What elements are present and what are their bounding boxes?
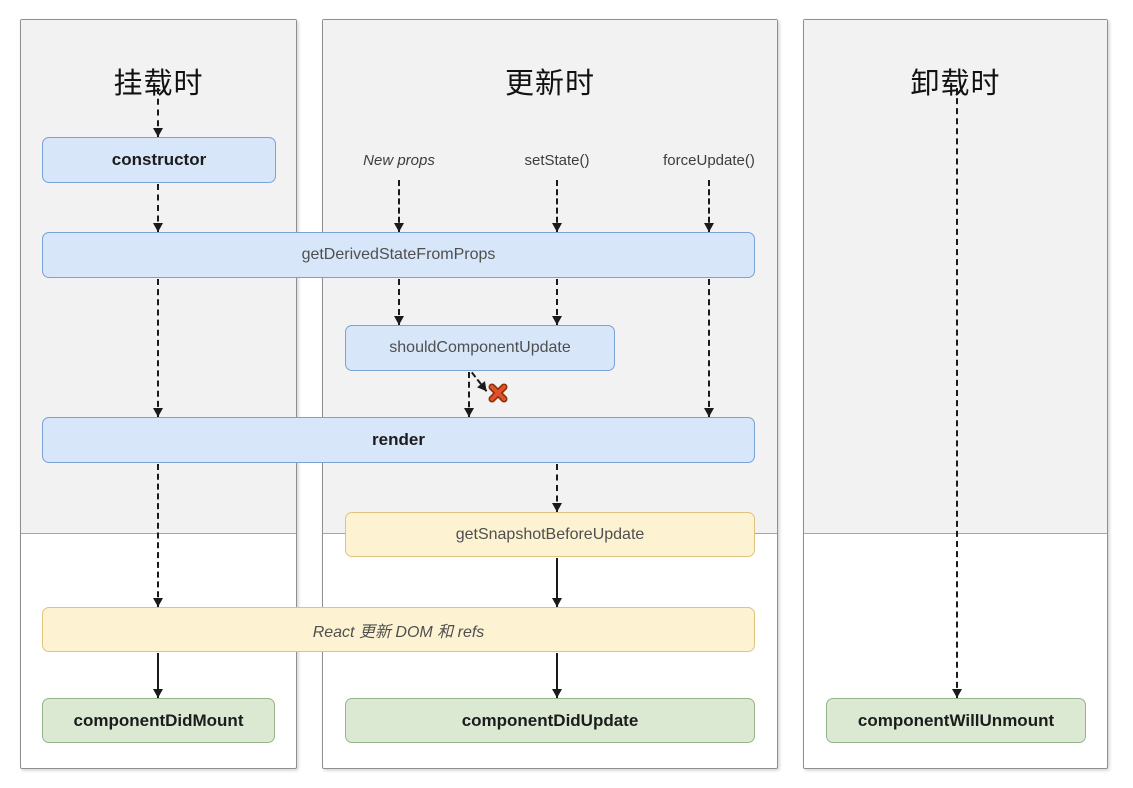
trigger-new-props: New props bbox=[363, 152, 435, 169]
box-componentdidmount[interactable]: componentDidMount bbox=[42, 698, 275, 743]
box-render[interactable]: render bbox=[42, 417, 755, 463]
box-getsnapshotbeforeupdate[interactable]: getSnapshotBeforeUpdate bbox=[345, 512, 755, 557]
arrow-render-to-reactupdates-mounting bbox=[153, 464, 163, 607]
box-shouldcomponentupdate[interactable]: shouldComponentUpdate bbox=[345, 325, 615, 371]
column-title-unmounting: 卸载时 bbox=[910, 68, 1001, 100]
arrow-forceupdate-bypass-to-render bbox=[704, 279, 714, 417]
trigger-force-update: forceUpdate() bbox=[663, 152, 755, 169]
arrow-shouldcomponentupdate-to-render bbox=[464, 372, 474, 417]
arrow-reactupdates-to-componentdidupdate bbox=[552, 653, 562, 698]
arrow-forceupdate-to-getderivedstatefromprops bbox=[704, 180, 714, 232]
panel-unmounting: 卸载时 bbox=[803, 19, 1108, 769]
red-cross-icon bbox=[488, 383, 508, 403]
render-phase-background bbox=[804, 20, 1107, 534]
arrow-mounting-to-constructor bbox=[153, 88, 163, 137]
arrow-getderivedstatefromprops-to-shouldcomponentupdate-left bbox=[394, 279, 404, 325]
arrow-newprops-to-getderivedstatefromprops bbox=[394, 180, 404, 232]
arrow-getderivedstatefromprops-to-shouldcomponentupdate-right bbox=[552, 279, 562, 325]
column-title-updating: 更新时 bbox=[504, 68, 595, 100]
arrow-render-to-getsnapshotbeforeupdate bbox=[552, 464, 562, 512]
arrow-getsnapshotbeforeupdate-to-reactupdates bbox=[552, 558, 562, 607]
box-constructor[interactable]: constructor bbox=[42, 137, 276, 183]
arrow-constructor-to-getderivedstatefromprops bbox=[153, 184, 163, 232]
box-componentwillunmount[interactable]: componentWillUnmount bbox=[826, 698, 1086, 743]
arrow-getderivedstatefromprops-to-render-mounting bbox=[153, 279, 163, 417]
box-react-updates-dom: React 更新 DOM 和 refs bbox=[42, 607, 755, 652]
arrow-unmounting-to-componentwillunmount bbox=[952, 88, 962, 698]
box-getderivedstatefromprops[interactable]: getDerivedStateFromProps bbox=[42, 232, 755, 278]
trigger-set-state: setState() bbox=[524, 152, 590, 169]
arrow-reactupdates-to-componentdidmount bbox=[153, 653, 163, 698]
box-componentdidupdate[interactable]: componentDidUpdate bbox=[345, 698, 755, 743]
arrow-setstate-to-getderivedstatefromprops bbox=[552, 180, 562, 232]
